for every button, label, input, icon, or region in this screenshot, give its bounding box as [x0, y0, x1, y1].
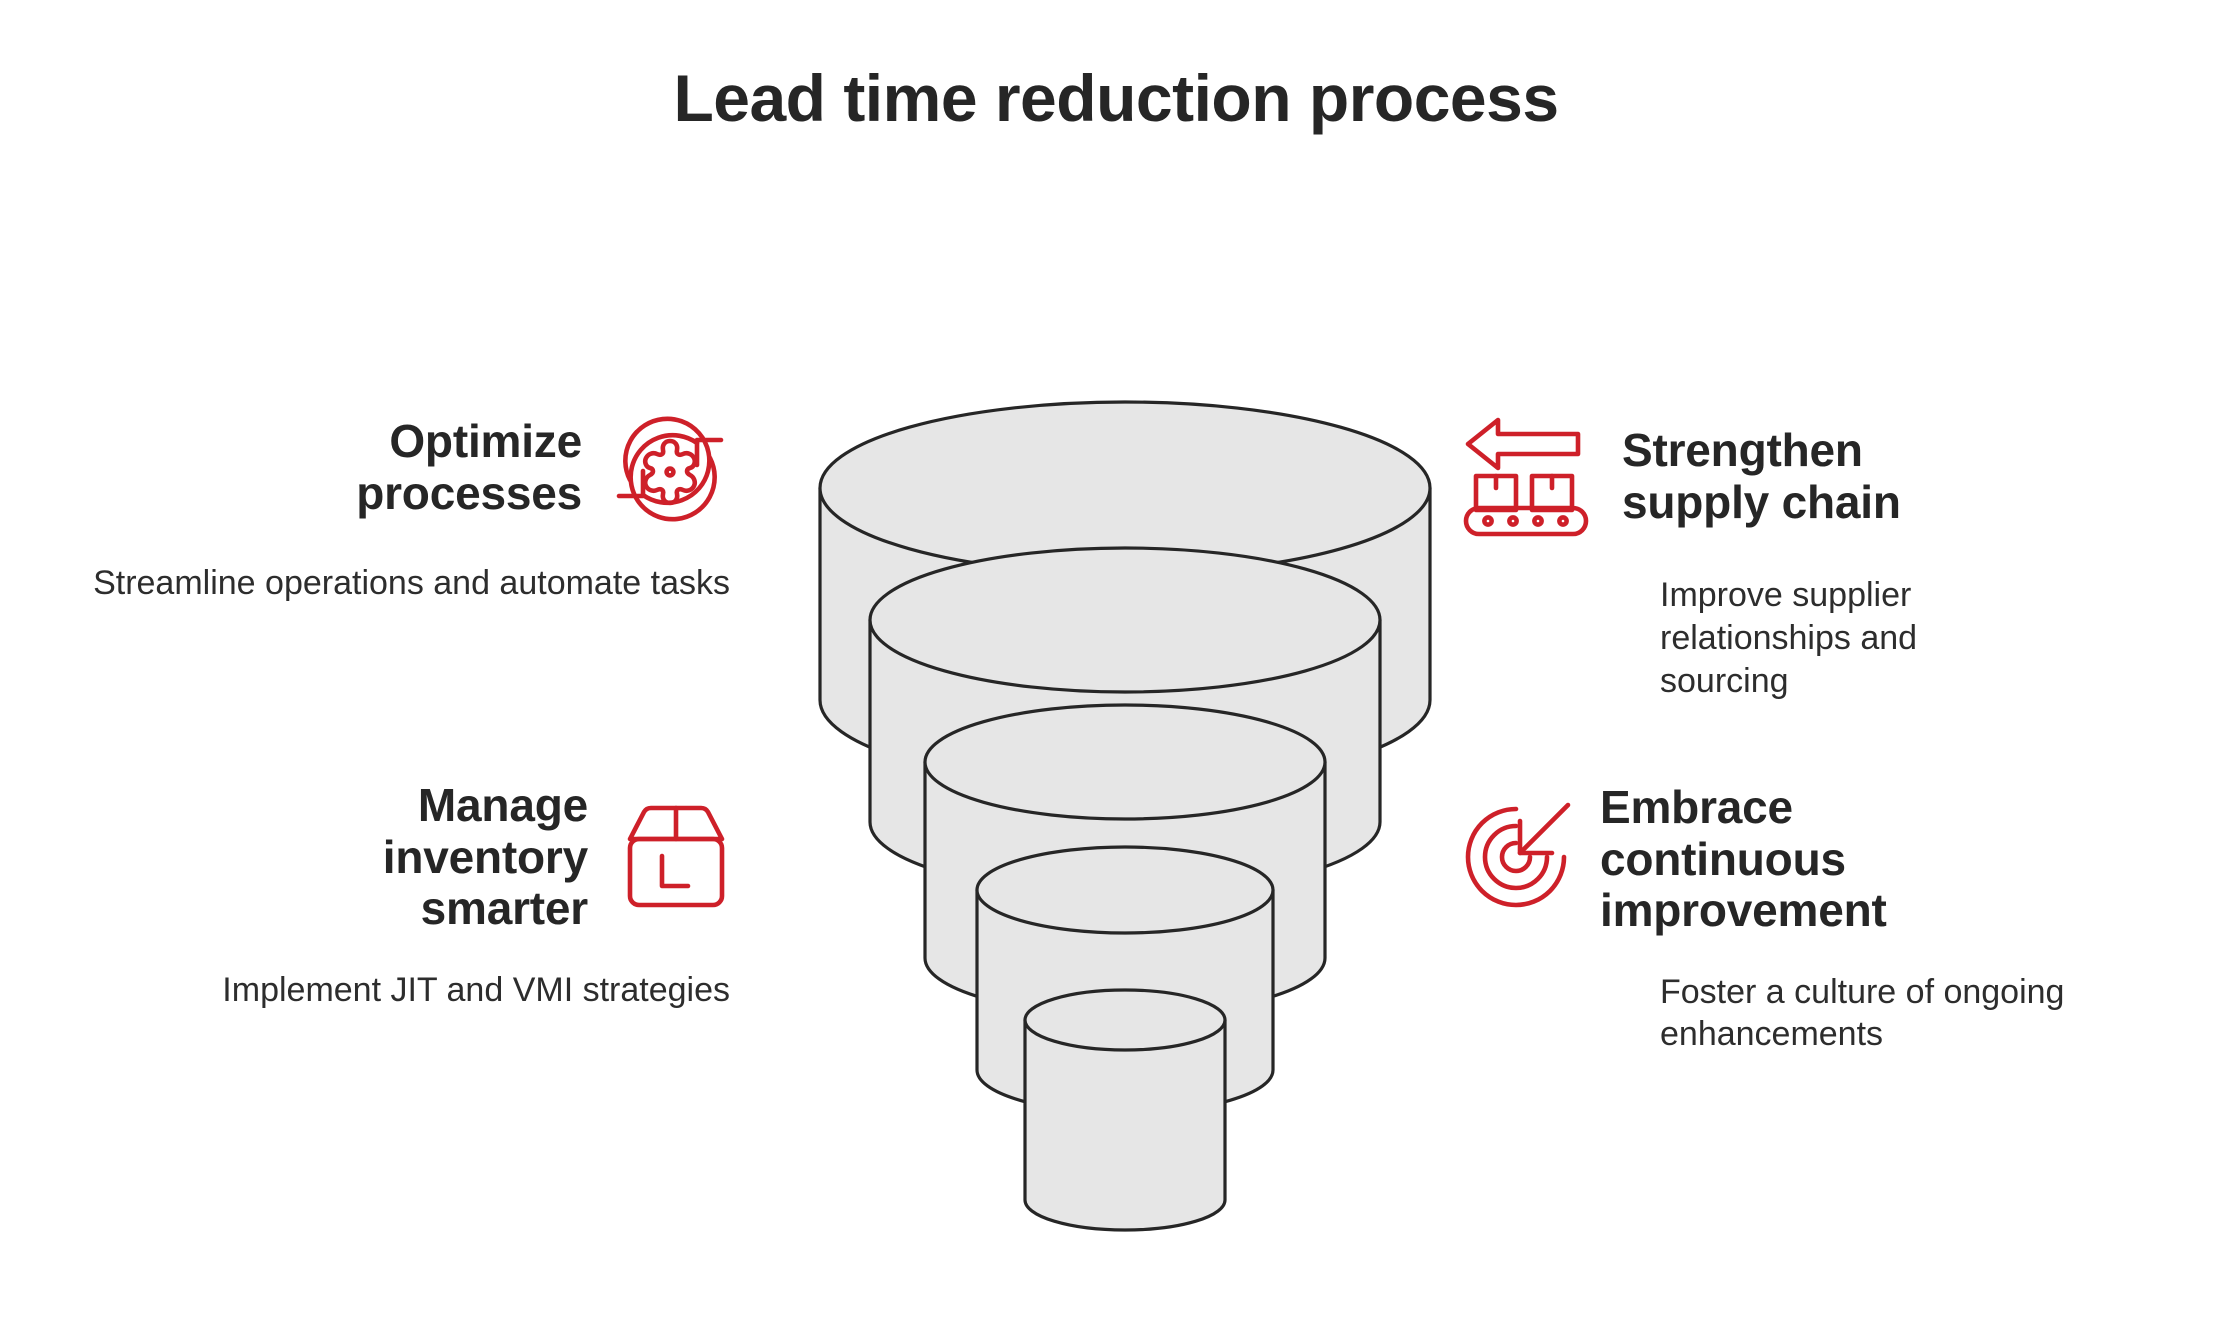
funnel-svg	[818, 400, 1432, 1232]
feature-description: Improve supplier relationships and sourc…	[1660, 576, 1918, 700]
feature-heading: Optimize processes	[356, 416, 582, 519]
heading-line-3: smarter	[420, 882, 589, 935]
gear-refresh-icon	[610, 408, 730, 528]
heading-line-1: Optimize	[389, 415, 582, 468]
heading-line-2: processes	[356, 467, 582, 519]
heading-line-1: Manage	[417, 779, 588, 831]
left-column: Optimize processes	[40, 0, 800, 1334]
page-title: Lead time reduction process	[673, 61, 1559, 135]
feature-strengthen-supply-chain: Strengthen supply chain Improve supplier…	[1460, 414, 2200, 702]
feature-manage-inventory: Manage inventory smarter	[40, 779, 730, 1011]
feature-description: Streamline operations and automate tasks	[93, 564, 730, 602]
feature-embrace-continuous-improvement: Embrace continuous improvement Foster a …	[1460, 781, 2200, 1056]
feature-heading-row: Optimize processes	[40, 408, 730, 528]
heading-line-2: inventory	[382, 830, 588, 883]
funnel-layers	[818, 400, 1432, 1232]
feature-heading-row: Strengthen supply chain	[1460, 414, 2200, 540]
heading-line-1: Embrace	[1600, 781, 1793, 833]
feature-heading-row: Embrace continuous improvement	[1460, 781, 2200, 937]
feature-description: Implement JIT and VMI strategies	[222, 970, 730, 1009]
feature-optimize-processes: Optimize processes	[40, 408, 730, 605]
funnel-graphic	[760, 370, 1500, 1300]
feature-heading: Manage inventory smarter	[382, 779, 589, 935]
target-arrow-icon	[1460, 801, 1576, 917]
box-icon	[622, 801, 730, 913]
funnel-level-5	[1023, 988, 1227, 1232]
feature-heading: Strengthen supply chain	[1622, 425, 1901, 528]
heading-line-2: supply chain	[1622, 476, 1901, 528]
right-column: Strengthen supply chain Improve supplier…	[1460, 0, 2220, 1334]
heading-line-1: Strengthen	[1622, 424, 1863, 477]
heading-line-2: continuous	[1600, 832, 1846, 885]
conveyor-belt-icon	[1460, 414, 1592, 540]
heading-line-3: improvement	[1600, 884, 1887, 937]
feature-heading-row: Manage inventory smarter	[40, 779, 730, 935]
feature-description: Foster a culture of ongoing enhancements	[1660, 972, 2065, 1054]
feature-heading: Embrace continuous improvement	[1600, 781, 1887, 937]
